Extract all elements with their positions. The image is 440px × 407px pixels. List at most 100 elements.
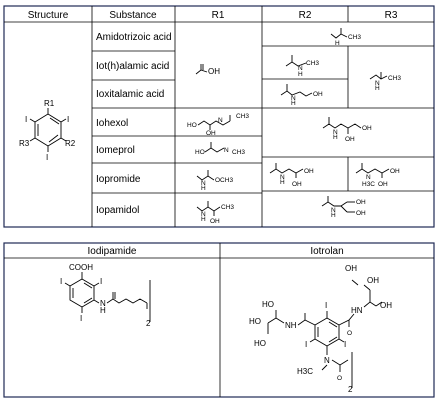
header-iodipamide: Iodipamide	[88, 246, 137, 257]
svg-text:HO: HO	[262, 300, 274, 309]
svg-text:N: N	[375, 80, 380, 87]
substance-iopamidol: Iopamidol	[96, 205, 139, 216]
svg-text:HO: HO	[249, 317, 261, 326]
fragment-r2-dihydroxypropyl: N H OH OH	[322, 117, 372, 143]
header-iotrolan: Iotrolan	[310, 246, 343, 257]
svg-text:N: N	[298, 65, 303, 72]
svg-text:H: H	[335, 40, 340, 47]
structure-iotrolan: I I I NH O HN HO HO HO OH	[249, 264, 392, 394]
svg-text:OH: OH	[345, 136, 355, 143]
svg-text:I: I	[344, 340, 346, 349]
svg-text:CH3: CH3	[221, 204, 234, 211]
svg-text:OCH3: OCH3	[215, 177, 233, 184]
fragment-r1-carboxyl: OH	[195, 64, 220, 76]
svg-text:N: N	[333, 129, 338, 136]
svg-text:H: H	[100, 306, 106, 315]
table-contrast-agents: Structure Substance R1 R2 R3 Amidotrizoi…	[3, 5, 435, 228]
svg-text:OH: OH	[367, 276, 379, 285]
core-i-left-top: I	[25, 115, 27, 124]
svg-text:NH: NH	[285, 321, 297, 330]
svg-text:OH: OH	[378, 181, 388, 188]
svg-text:N: N	[331, 207, 336, 214]
core-structure: R1 I R2 I R3 I	[19, 99, 76, 162]
svg-text:H: H	[280, 179, 285, 186]
svg-text:OH: OH	[304, 168, 314, 175]
svg-text:N: N	[224, 147, 229, 154]
svg-text:CH3: CH3	[348, 34, 361, 41]
structure-iodipamide: COOH I I I N H 2	[60, 263, 151, 328]
svg-text:OH: OH	[292, 181, 302, 188]
svg-text:HN: HN	[351, 306, 363, 315]
svg-text:H: H	[291, 100, 296, 107]
svg-text:N: N	[366, 174, 371, 181]
svg-text:2: 2	[146, 319, 151, 328]
core-i-right-top: I	[67, 115, 69, 124]
substance-iopromide: Iopromide	[96, 174, 141, 185]
substance-amidotrizoic: Amidotrizoic acid	[96, 32, 172, 43]
svg-text:H: H	[375, 85, 380, 92]
header-r3: R3	[385, 10, 398, 21]
substance-ioxitalamic: Ioxitalamic acid	[96, 89, 164, 100]
fragment-r2-acetamido-1: H CH3	[330, 28, 361, 47]
svg-text:OH: OH	[210, 218, 220, 225]
header-r1: R1	[212, 10, 225, 21]
svg-text:N: N	[201, 180, 206, 187]
fragment-r2-hydroxyethyl: N H OH	[280, 84, 323, 107]
svg-text:I: I	[305, 340, 307, 349]
svg-text:O: O	[347, 330, 352, 337]
svg-text:H3C: H3C	[362, 181, 375, 188]
svg-text:H: H	[201, 185, 206, 192]
substance-iothalamic: Iot(h)alamic acid	[96, 61, 169, 72]
svg-text:OH: OH	[362, 125, 372, 132]
header-substance: Substance	[109, 10, 157, 21]
svg-text:CH3: CH3	[232, 149, 245, 156]
header-structure: Structure	[28, 10, 69, 21]
svg-text:HO: HO	[195, 149, 205, 156]
svg-text:CH3: CH3	[236, 113, 249, 120]
substance-iomeprol: Iomeprol	[96, 145, 135, 156]
fragment-r1-iomeprol: HO N CH3	[195, 142, 245, 156]
core-r2-label: R2	[65, 139, 76, 148]
svg-text:I: I	[80, 314, 82, 323]
substance-iohexol: Iohexol	[96, 118, 128, 129]
svg-text:H3C: H3C	[297, 367, 313, 376]
svg-text:OH: OH	[313, 91, 323, 98]
fragment-r2-iopamidol: N H OH OH	[321, 196, 366, 219]
svg-text:OH: OH	[345, 264, 357, 273]
svg-text:I: I	[325, 301, 327, 310]
svg-text:N: N	[218, 117, 223, 124]
svg-text:N: N	[291, 95, 296, 102]
fragment-r2-iopromide: N H OH OH	[269, 163, 314, 188]
svg-text:OH: OH	[206, 130, 216, 137]
svg-text:N: N	[280, 174, 285, 181]
core-r3-label: R3	[19, 139, 30, 148]
svg-text:H: H	[201, 216, 206, 223]
svg-text:OH: OH	[356, 199, 366, 206]
svg-text:N: N	[201, 211, 206, 218]
svg-text:O: O	[337, 375, 342, 382]
svg-text:OH: OH	[208, 67, 220, 76]
svg-text:N: N	[100, 299, 106, 308]
svg-text:H: H	[298, 71, 303, 78]
core-i-bottom: I	[46, 153, 48, 162]
fragment-r1-iopromide: N H OCH3	[196, 170, 233, 192]
svg-text:H: H	[331, 212, 336, 219]
fragment-r3-iopromide: N H3C OH OH	[355, 163, 400, 188]
svg-text:COOH: COOH	[69, 263, 93, 272]
svg-text:OH: OH	[380, 301, 392, 310]
svg-text:CH3: CH3	[388, 75, 401, 82]
fragment-r2-methylcarbamoyl: N H CH3	[285, 55, 319, 78]
svg-text:I: I	[60, 277, 62, 286]
fragment-r1-iopamidol: N H OH CH3	[196, 201, 234, 225]
svg-text:2: 2	[348, 385, 353, 394]
header-r2: R2	[299, 10, 312, 21]
fragment-r1-iohexol: HO OH N CH3	[187, 113, 249, 137]
svg-text:I: I	[100, 277, 102, 286]
svg-text:N: N	[324, 356, 330, 365]
table-dimeric-agents: Iodipamide Iotrolan COOH I I I N H 2	[3, 242, 435, 398]
svg-text:HO: HO	[187, 122, 197, 129]
fragment-r3-acetamido: N H CH3	[369, 72, 401, 92]
core-r1-label: R1	[44, 99, 55, 108]
svg-text:HO: HO	[254, 339, 266, 348]
